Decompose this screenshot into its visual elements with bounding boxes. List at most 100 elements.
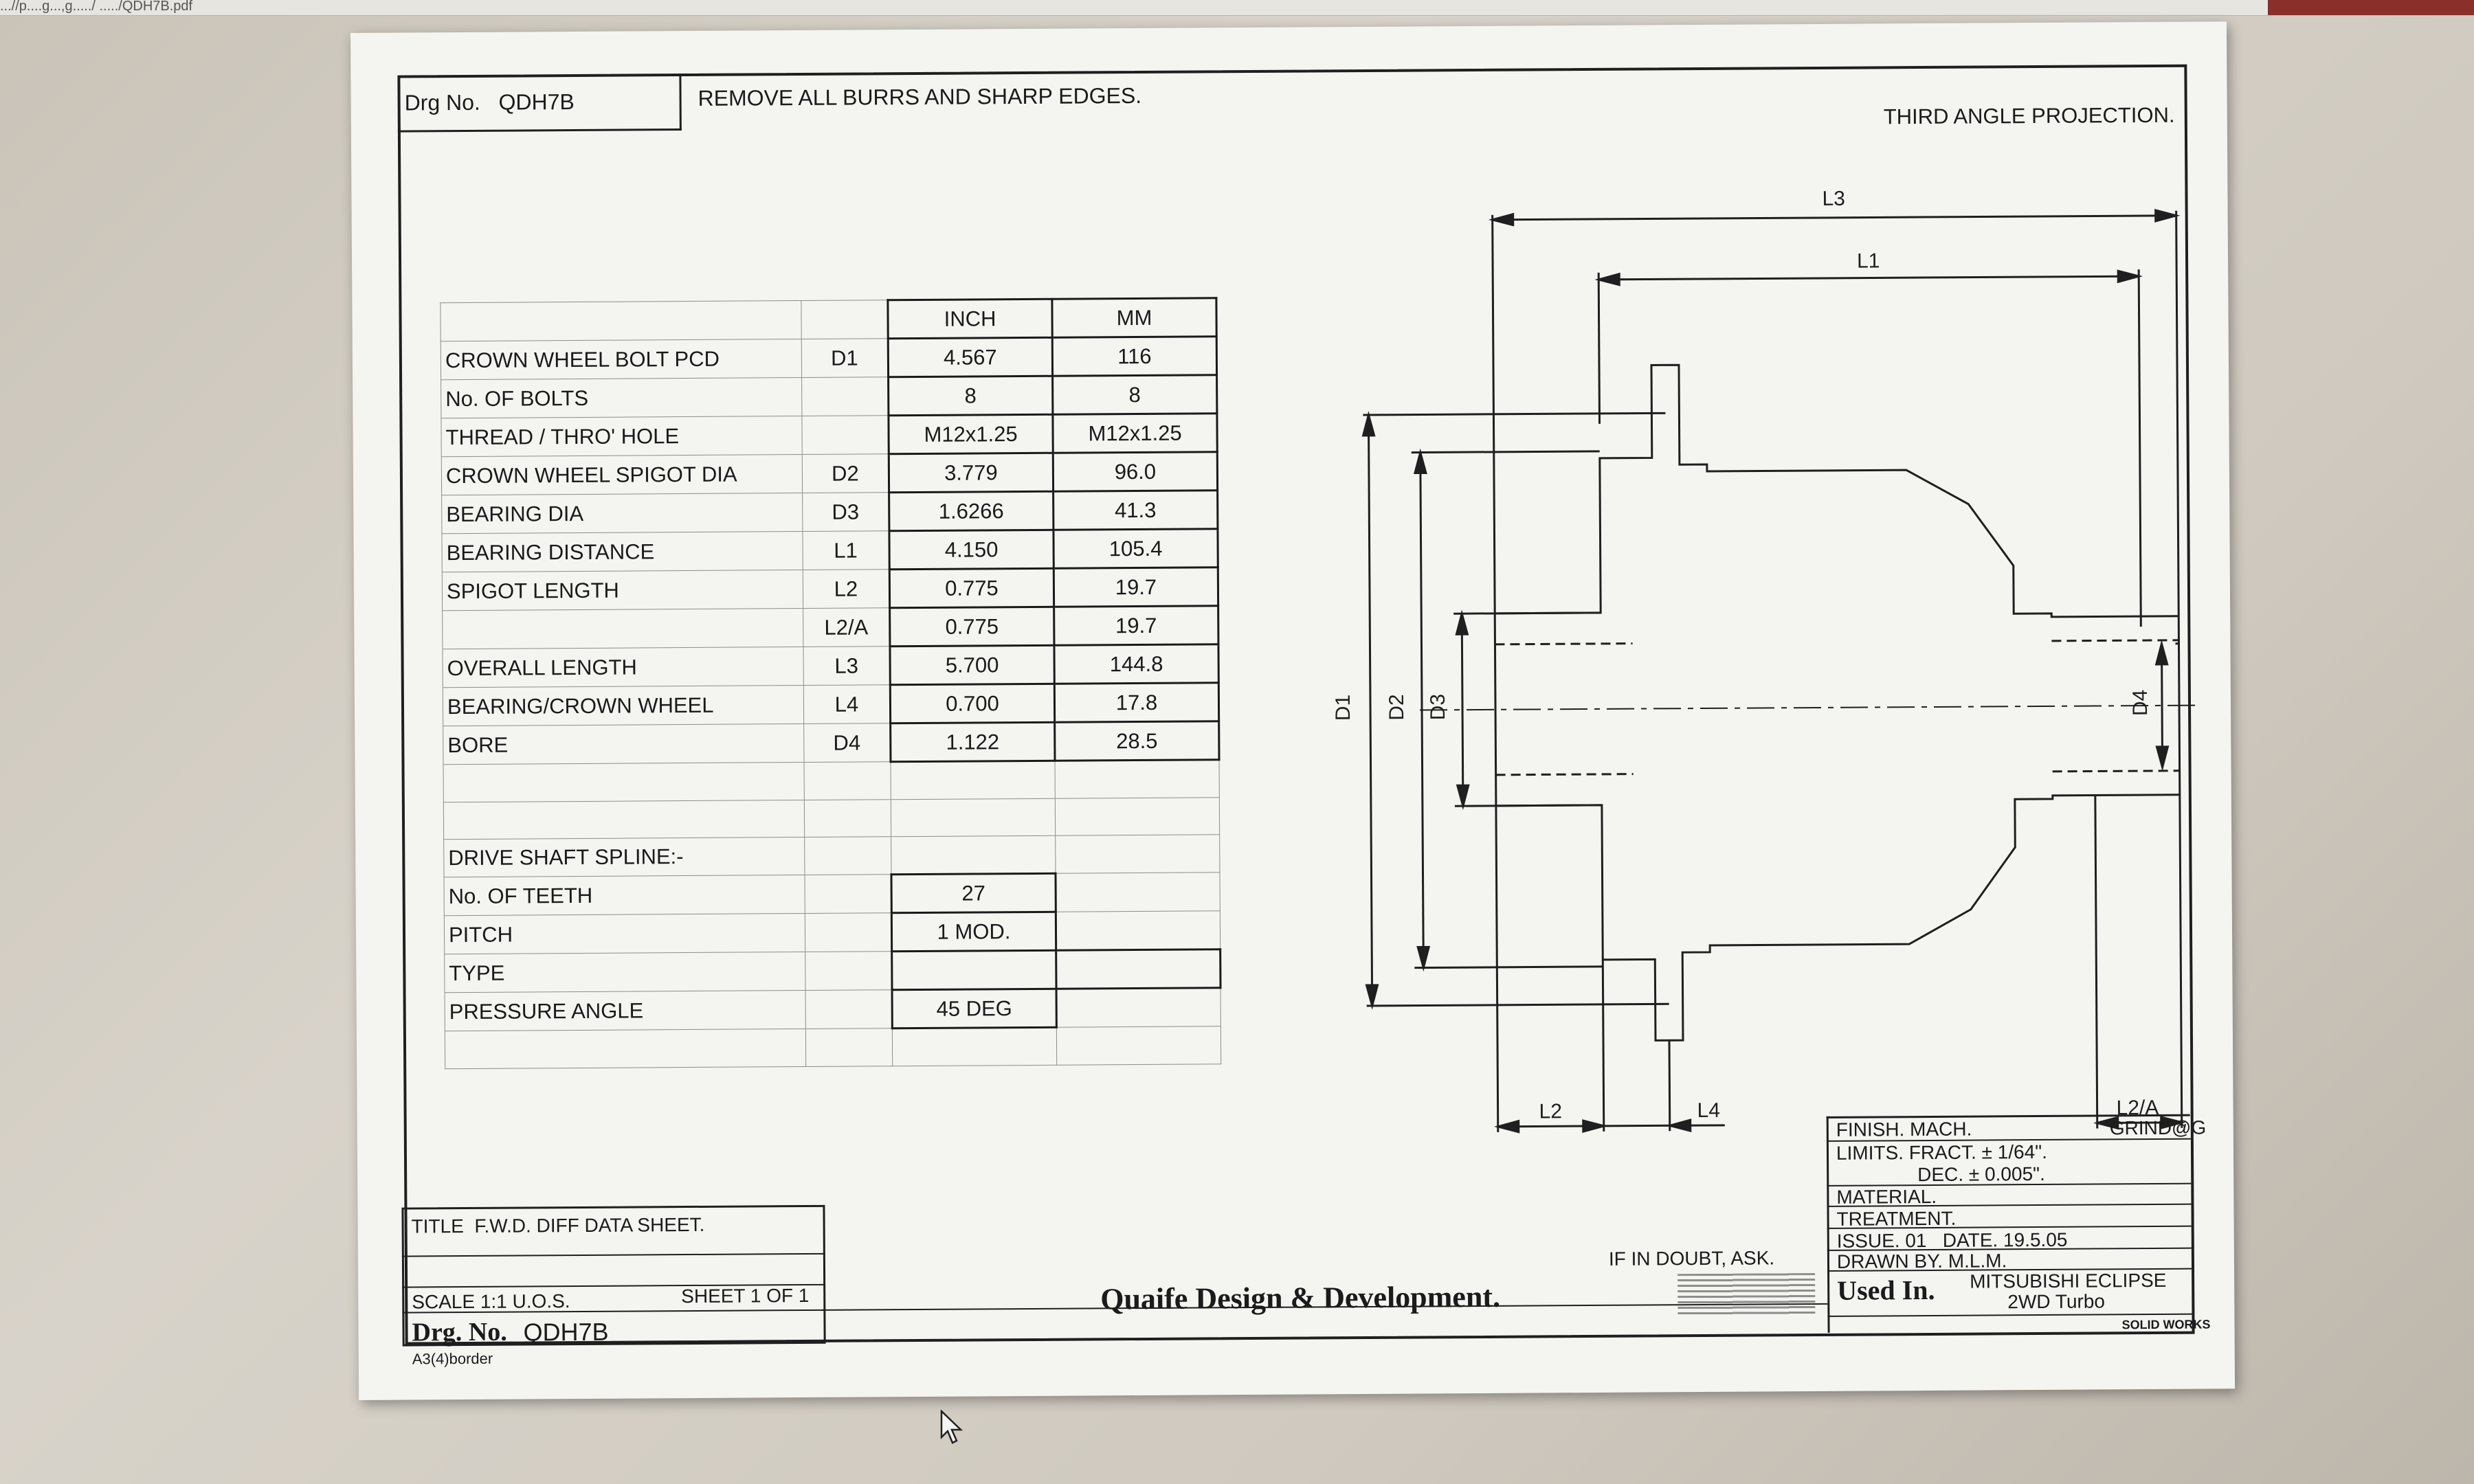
row-inch: 0.775 bbox=[889, 568, 1054, 608]
dim-label-d3: D3 bbox=[1427, 694, 1449, 721]
arrow-l1-left bbox=[1594, 272, 1620, 286]
extension-line-l1-right bbox=[2137, 269, 2142, 627]
header-inch: INCH bbox=[887, 299, 1053, 339]
row-label bbox=[442, 608, 803, 649]
grind-text: GRIND@G bbox=[2109, 1116, 2207, 1139]
row-label: CROWN WHEEL SPIGOT DIA bbox=[441, 454, 803, 495]
extension-line-l1-left bbox=[1597, 272, 1601, 424]
row-symbol: D2 bbox=[802, 453, 889, 493]
spline-row: PRESSURE ANGLE 45 DEG bbox=[445, 987, 1221, 1031]
data-table: INCH MM CROWN WHEEL BOLT PCD D1 4.567 11… bbox=[440, 297, 1222, 1069]
copyright-fine-print bbox=[1678, 1273, 1816, 1316]
table-row: THREAD / THRO' HOLE M12x1.25 M12x1.25 bbox=[441, 413, 1218, 457]
spline-label: PRESSURE ANGLE bbox=[445, 990, 806, 1031]
spline-row: No. OF TEETH 27 bbox=[444, 872, 1221, 916]
arrow-d1-bottom bbox=[1365, 984, 1379, 1010]
empty-cell bbox=[803, 761, 891, 800]
empty-cell bbox=[1056, 1026, 1221, 1066]
row-symbol: L1 bbox=[802, 530, 890, 570]
drawing-title: TITLE F.W.D. DIFF DATA SHEET. bbox=[411, 1213, 705, 1237]
row-label: BORE bbox=[443, 723, 804, 765]
row-inch: 1.122 bbox=[890, 722, 1055, 762]
empty-cell bbox=[805, 1028, 893, 1067]
table-row: BORE D4 1.122 28.5 bbox=[443, 721, 1219, 765]
row-mm: 28.5 bbox=[1054, 721, 1219, 761]
dim-label-l1: L1 bbox=[1857, 249, 1880, 272]
row-label: THREAD / THRO' HOLE bbox=[441, 416, 803, 457]
spline-value: 45 DEG bbox=[892, 989, 1057, 1028]
extension-line-left bbox=[1491, 214, 1500, 1132]
dec-text: DEC. ± 0.005". bbox=[1917, 1162, 2045, 1186]
header-cell bbox=[801, 300, 889, 339]
arrow-d4-top bbox=[2154, 640, 2169, 666]
row-inch: M12x1.25 bbox=[888, 414, 1054, 454]
empty-cell bbox=[1054, 759, 1220, 799]
empty-cell bbox=[443, 762, 805, 802]
spline-value: 1 MOD. bbox=[891, 912, 1056, 952]
body-outline-top bbox=[1495, 363, 2179, 618]
arrow-d3-top bbox=[1455, 609, 1469, 636]
empty-cell bbox=[445, 1028, 806, 1069]
drawn-by-text: DRAWN BY. M.L.M. bbox=[1836, 1250, 2007, 1272]
spline-label: No. OF TEETH bbox=[444, 875, 805, 916]
dim-label-l4: L4 bbox=[1697, 1099, 1721, 1122]
spline-row: PITCH 1 MOD. bbox=[444, 910, 1221, 954]
table-row: No. OF BOLTS 8 8 bbox=[441, 374, 1217, 418]
table-row: BEARING/CROWN WHEEL L4 0.700 17.8 bbox=[443, 682, 1219, 726]
vehicle-line-1: MITSUBISHI ECLIPSE bbox=[1970, 1269, 2167, 1292]
spline-label: TYPE bbox=[444, 952, 806, 993]
issue-text: ISSUE. 01 DATE. 19.5.05 bbox=[1836, 1228, 2068, 1252]
body-outline-bottom bbox=[1495, 794, 2180, 1042]
arrow-l4 bbox=[1665, 1118, 1692, 1133]
table-row: L2/A 0.775 19.7 bbox=[442, 605, 1218, 649]
row-mm: 96.0 bbox=[1053, 451, 1218, 492]
row-inch: 3.779 bbox=[889, 453, 1054, 493]
drg-no-label: Drg. No. bbox=[412, 1317, 507, 1347]
empty-cell bbox=[804, 799, 891, 837]
arrow-d1-top bbox=[1361, 411, 1376, 437]
arrow-l2a-left bbox=[2093, 1116, 2119, 1130]
row-inch: 4.150 bbox=[889, 530, 1054, 570]
ext-d1-top bbox=[1363, 412, 1666, 416]
centre-line bbox=[1420, 704, 2197, 711]
mouse-cursor-icon bbox=[940, 1410, 963, 1444]
ext-l2-right bbox=[1601, 959, 1605, 1132]
empty-cell bbox=[1056, 910, 1221, 951]
company-name: Quaife Design & Development. bbox=[1100, 1279, 1501, 1316]
ext-l2a-left bbox=[2094, 795, 2099, 1129]
row-label: CROWN WHEEL BOLT PCD bbox=[441, 339, 802, 380]
border-name: A3(4)border bbox=[412, 1349, 493, 1368]
table-row: BEARING DIA D3 1.6266 41.3 bbox=[441, 490, 1218, 534]
row-mm: 19.7 bbox=[1054, 605, 1218, 646]
table-row: OVERALL LENGTH L3 5.700 144.8 bbox=[442, 644, 1219, 688]
row-symbol: D1 bbox=[801, 338, 889, 378]
empty-cell bbox=[891, 835, 1056, 875]
arrow-l2a-right bbox=[2160, 1115, 2186, 1129]
row-mm: 41.3 bbox=[1053, 490, 1218, 530]
empty-cell bbox=[892, 1027, 1057, 1066]
ext-d1-bottom bbox=[1366, 1002, 1669, 1007]
treatment-text: TREATMENT. bbox=[1836, 1207, 1957, 1230]
spline-title: DRIVE SHAFT SPLINE:- bbox=[443, 837, 805, 877]
dim-line-l3 bbox=[1492, 214, 2176, 221]
row-symbol: D3 bbox=[802, 492, 889, 532]
row-inch: 4.567 bbox=[888, 337, 1053, 377]
empty-cell bbox=[804, 836, 891, 875]
browser-top-bar: ...//p....g...,g...../ ...../QDH7B.pdf bbox=[0, 0, 2474, 16]
dim-line-l1 bbox=[1598, 275, 2139, 281]
row-inch: 0.775 bbox=[889, 607, 1054, 647]
header-mm: MM bbox=[1051, 297, 1217, 338]
row-inch: 8 bbox=[888, 376, 1053, 416]
row-label: No. OF BOLTS bbox=[441, 377, 802, 418]
spline-value: 27 bbox=[891, 873, 1056, 913]
row-label: OVERALL LENGTH bbox=[442, 647, 804, 688]
row-symbol: L2/A bbox=[803, 607, 890, 647]
spline-value bbox=[891, 950, 1057, 990]
spline-row: TYPE bbox=[444, 949, 1221, 993]
table-row-empty bbox=[445, 1026, 1221, 1069]
table-row: BEARING DISTANCE L1 4.150 105.4 bbox=[441, 528, 1218, 572]
row-mm: 19.7 bbox=[1054, 567, 1218, 607]
vehicle-line-2: 2WD Turbo bbox=[2007, 1290, 2106, 1313]
row-mm: 116 bbox=[1052, 336, 1217, 376]
dim-label-l2a: L2/A bbox=[2117, 1097, 2159, 1119]
